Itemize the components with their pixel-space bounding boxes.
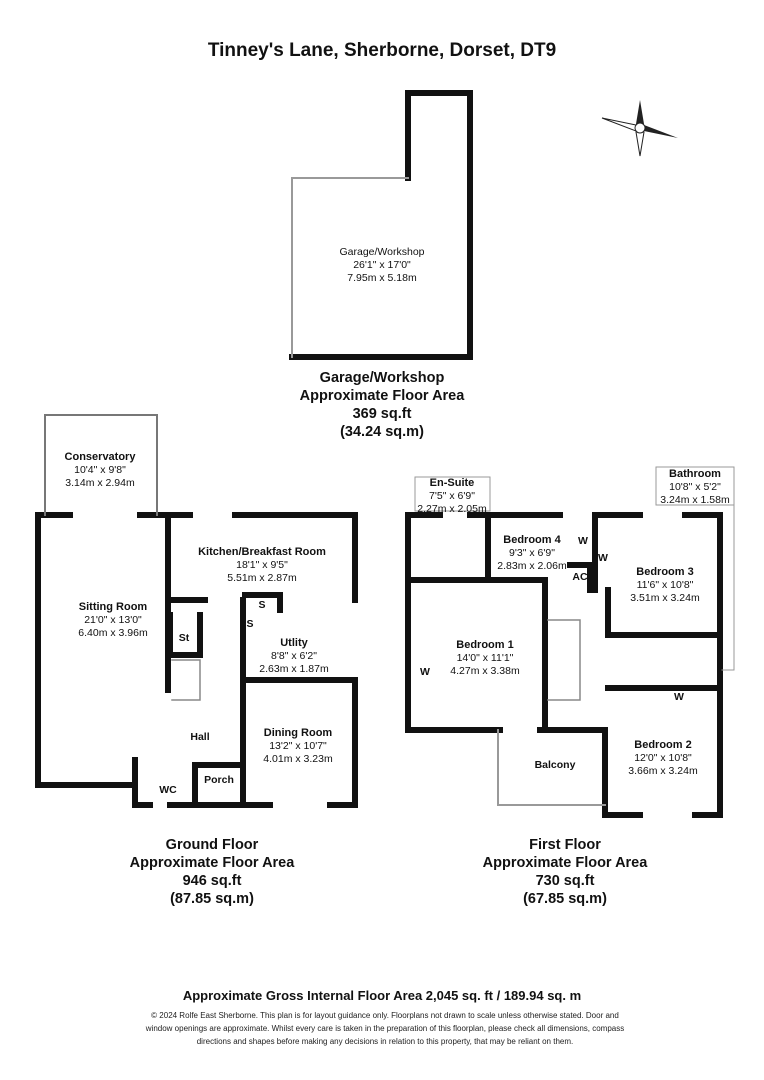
page-title: Tinney's Lane, Sherborne, Dorset, DT9 — [207, 40, 557, 61]
first-floor-inner-walls — [405, 512, 723, 733]
store-walls — [167, 592, 283, 658]
label-storage-2: S — [246, 618, 254, 630]
balcony-rail — [497, 729, 606, 806]
label-wardrobe: W — [598, 552, 608, 564]
label-wardrobe: W — [420, 666, 430, 678]
disclaimer: © 2024 Rolfe East Sherborne. This plan i… — [145, 1011, 625, 1046]
compass-icon — [601, 100, 678, 157]
gross-area-total: Approximate Gross Internal Floor Area 2,… — [182, 988, 582, 1003]
bathroom-label-box — [655, 466, 735, 506]
first-floor-outer-walls — [405, 512, 723, 818]
hall-wc-walls — [132, 757, 243, 808]
garage-window-wall — [291, 177, 409, 358]
label-wardrobe: W — [674, 691, 684, 703]
label-porch: Porch — [204, 774, 234, 786]
utility-dining-walls — [240, 677, 358, 808]
label-balcony: Balcony — [534, 759, 576, 771]
label-hall: Hall — [190, 731, 210, 743]
label-wardrobe: W — [578, 535, 588, 547]
en-suite-label-box — [414, 476, 491, 512]
conservatory-frame — [44, 414, 158, 516]
kitchen-walls — [165, 512, 358, 808]
label-airing-cupboard: AC — [572, 571, 588, 583]
stairs — [547, 619, 581, 701]
stairs — [171, 659, 201, 701]
label-storage-1: S — [258, 599, 266, 611]
label-wc: WC — [159, 784, 177, 796]
label-store: St — [178, 632, 190, 644]
garage-walls — [289, 90, 473, 360]
